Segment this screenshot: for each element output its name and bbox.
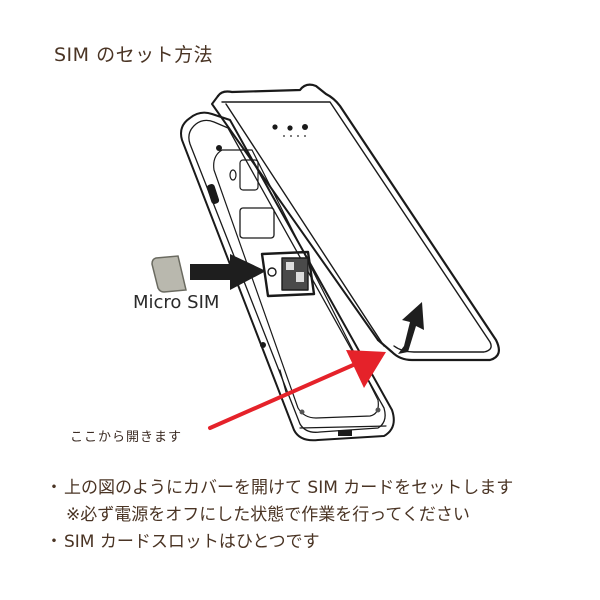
micro-sim-label: Micro SIM xyxy=(133,292,220,313)
instruction-notes: ・上の図のようにカバーを開けて SIM カードをセットします ※必ず電源をオフに… xyxy=(44,475,514,556)
note-item-3: ・SIM カードスロットはひとつです xyxy=(44,529,513,556)
micro-sim-card-icon xyxy=(151,255,187,293)
note-item-1: ・上の図のようにカバーを開けて SIM カードをセットします xyxy=(44,475,514,502)
note-text: ※必ず電源をオフにした状態で作業を行ってください xyxy=(66,505,470,525)
sim-slot xyxy=(260,250,316,298)
bullet: ・ xyxy=(45,532,63,552)
note-item-2: ※必ず電源をオフにした状態で作業を行ってください xyxy=(44,502,513,529)
open-here-label: ここから開きます xyxy=(70,430,183,445)
device-base xyxy=(180,111,395,442)
device-cover xyxy=(211,83,501,362)
lift-arrow-icon xyxy=(398,302,424,354)
page-title: SIM のセット方法 xyxy=(54,44,214,66)
insert-arrow-icon xyxy=(190,254,266,290)
bullet: ・ xyxy=(45,478,63,498)
open-here-arrow-icon xyxy=(208,350,386,430)
note-text: 上の図のようにカバーを開けて SIM カードをセットします xyxy=(64,478,514,498)
note-text: SIM カードスロットはひとつです xyxy=(64,532,320,552)
